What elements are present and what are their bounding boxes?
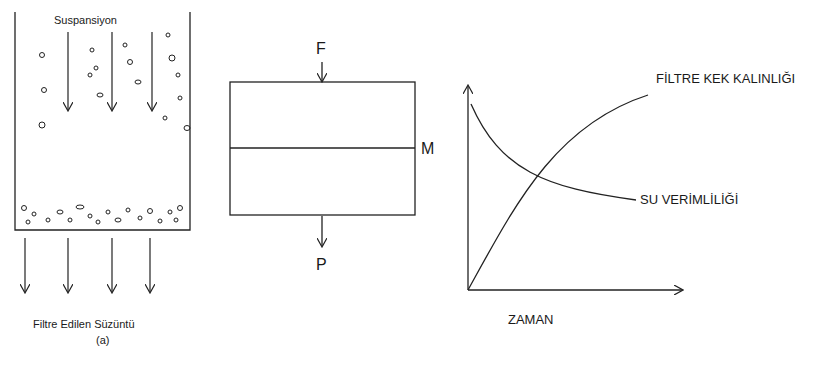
membrane-label: M: [421, 140, 434, 158]
permeate-label: P: [316, 256, 327, 274]
axis-label: ZAMAN: [508, 313, 554, 327]
suspension-particles: [39, 33, 190, 131]
force-label: F: [316, 40, 326, 58]
flow-arrows: [25, 32, 152, 292]
caption-label: (a): [96, 334, 109, 346]
chart: [468, 86, 682, 290]
caption-label: Filtre Edilen Süzüntü: [33, 318, 135, 330]
curve-label: FİLTRE KEK KALINLIĞI: [656, 72, 795, 86]
filter-vessel: [15, 12, 190, 230]
membrane-cell: [230, 62, 415, 246]
cake-particles: [22, 205, 183, 224]
curve-label: SU VERİMLİLİĞİ: [640, 193, 738, 207]
vessel-label: Suspansiyon: [54, 14, 117, 26]
